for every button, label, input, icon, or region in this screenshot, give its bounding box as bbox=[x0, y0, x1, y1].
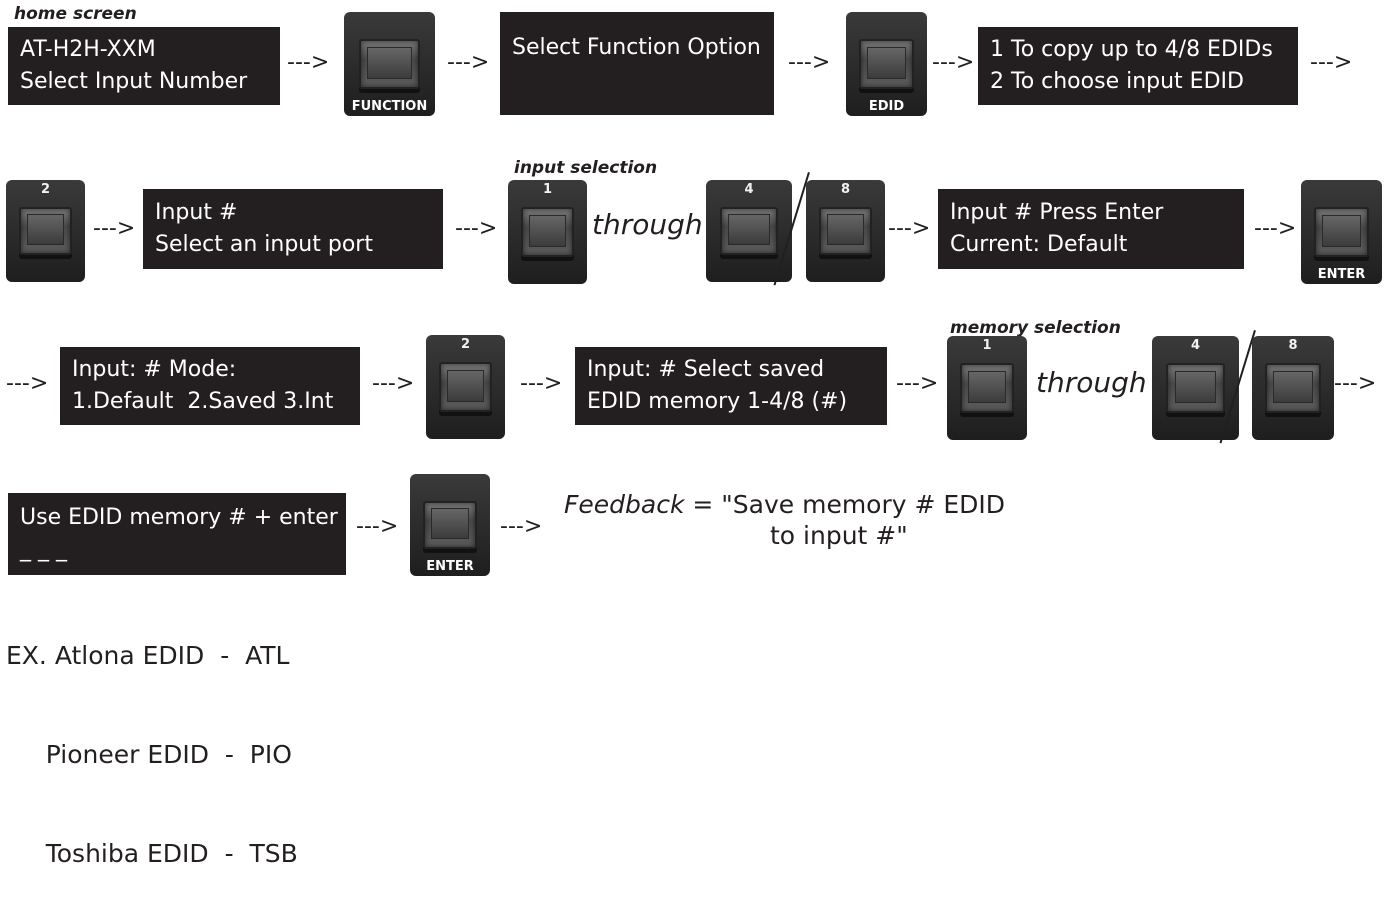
lcd-line: Input: # Select saved bbox=[587, 357, 825, 382]
lcd-line: AT-H2H-XXM bbox=[20, 37, 156, 62]
example-line: Pioneer EDID - PIO bbox=[6, 740, 292, 769]
key-number: 8 bbox=[840, 182, 851, 197]
arrow: ---> bbox=[372, 371, 415, 396]
key-4[interactable]: 4 bbox=[706, 180, 792, 282]
feedback-line-2: to input #" bbox=[770, 521, 908, 550]
lcd-home-screen: AT-H2H-XXM Select Input Number bbox=[8, 27, 280, 105]
key-cap-icon bbox=[858, 39, 915, 89]
key-cap-icon bbox=[1165, 363, 1226, 413]
arrow: ---> bbox=[500, 514, 543, 539]
arrow: ---> bbox=[447, 50, 490, 75]
input-selection-heading: input selection bbox=[514, 158, 658, 178]
arrow: ---> bbox=[1334, 371, 1377, 396]
lcd-line: Select Function Option bbox=[512, 35, 761, 60]
lcd-line: 2 To choose input EDID bbox=[990, 69, 1244, 94]
home-screen-heading: home screen bbox=[14, 4, 137, 24]
arrow: ---> bbox=[6, 371, 49, 396]
key-8[interactable]: 8 bbox=[806, 180, 885, 282]
arrow: ---> bbox=[287, 50, 330, 75]
key-number: 8 bbox=[1288, 338, 1298, 353]
key-number: 1 bbox=[542, 182, 553, 197]
lcd-line: Input # bbox=[155, 200, 238, 225]
key-number: 2 bbox=[460, 337, 471, 352]
key-cap-icon bbox=[422, 500, 478, 550]
lcd-edid-options: 1 To copy up to 4/8 EDIDs 2 To choose in… bbox=[978, 27, 1298, 105]
key-cap-icon bbox=[1265, 363, 1321, 413]
lcd-line: _ _ _ bbox=[20, 537, 67, 562]
edid-key-label: EDID bbox=[868, 99, 905, 114]
example-line: Toshiba EDID - TSB bbox=[6, 839, 298, 868]
key-1[interactable]: 1 bbox=[508, 180, 587, 284]
edid-examples: EX. Atlona EDID - ATL Pioneer EDID - PIO… bbox=[6, 573, 298, 903]
feedback-line-1: = "Save memory # EDID bbox=[684, 490, 1006, 519]
memory-selection-heading: memory selection bbox=[950, 318, 1121, 338]
key-cap-icon bbox=[438, 362, 493, 412]
lcd-press-enter: Input # Press Enter Current: Default bbox=[938, 189, 1244, 269]
key-8[interactable]: 8 bbox=[1252, 336, 1334, 440]
lcd-input-select: Input # Select an input port bbox=[143, 189, 443, 269]
key-number: 4 bbox=[744, 182, 754, 197]
key-2[interactable]: 2 bbox=[6, 180, 85, 282]
arrow: ---> bbox=[455, 216, 498, 241]
key-cap-icon bbox=[959, 363, 1015, 413]
lcd-line: 1 To copy up to 4/8 EDIDs bbox=[990, 37, 1273, 62]
arrow: ---> bbox=[1254, 216, 1297, 241]
function-key[interactable]: FUNCTION bbox=[344, 12, 435, 116]
arrow: ---> bbox=[896, 371, 939, 396]
enter-key-label: ENTER bbox=[426, 559, 474, 574]
lcd-line: Input: # Mode: bbox=[72, 357, 237, 382]
key-cap-icon bbox=[18, 206, 73, 256]
lcd-line: Current: Default bbox=[950, 232, 1128, 257]
arrow: ---> bbox=[932, 50, 975, 75]
enter-key[interactable]: ENTER bbox=[1301, 180, 1382, 284]
lcd-line: 1.Default 2.Saved 3.Int bbox=[72, 389, 334, 414]
key-cap-icon bbox=[719, 206, 779, 256]
arrow: ---> bbox=[888, 216, 931, 241]
lcd-select-saved: Input: # Select saved EDID memory 1-4/8 … bbox=[575, 347, 887, 425]
key-1[interactable]: 1 bbox=[947, 336, 1027, 440]
lcd-line: Select an input port bbox=[155, 232, 373, 257]
lcd-line: EDID memory 1-4/8 (#) bbox=[587, 389, 848, 414]
feedback-text: Feedback = "Save memory # EDID bbox=[564, 490, 1005, 520]
lcd-line: Select Input Number bbox=[20, 69, 248, 94]
arrow: ---> bbox=[520, 371, 563, 396]
lcd-line: Input # Press Enter bbox=[950, 200, 1164, 225]
key-number: 2 bbox=[40, 182, 51, 197]
key-cap-icon bbox=[520, 207, 575, 257]
key-number: 4 bbox=[1190, 338, 1201, 353]
key-cap-icon bbox=[1313, 207, 1370, 257]
enter-key-label: ENTER bbox=[1317, 267, 1366, 282]
key-number: 1 bbox=[982, 338, 992, 353]
key-2[interactable]: 2 bbox=[426, 335, 505, 439]
arrow: ---> bbox=[356, 514, 399, 539]
through-label: through bbox=[592, 208, 703, 241]
lcd-input-mode: Input: # Mode: 1.Default 2.Saved 3.Int bbox=[60, 347, 360, 425]
arrow: ---> bbox=[1310, 50, 1353, 75]
arrow: ---> bbox=[788, 50, 831, 75]
arrow: ---> bbox=[93, 216, 136, 241]
lcd-function-option: Select Function Option bbox=[500, 12, 774, 115]
key-cap-icon bbox=[818, 206, 873, 256]
lcd-use-edid-memory: Use EDID memory # + enter _ _ _ bbox=[8, 493, 346, 575]
example-line: EX. Atlona EDID - ATL bbox=[6, 641, 290, 670]
function-key-label: FUNCTION bbox=[351, 99, 428, 114]
feedback-label: Feedback bbox=[564, 490, 685, 519]
through-label: through bbox=[1036, 366, 1147, 399]
lcd-line: Use EDID memory # + enter bbox=[20, 505, 338, 530]
key-cap-icon bbox=[358, 39, 421, 89]
edid-key[interactable]: EDID bbox=[846, 12, 927, 116]
enter-key[interactable]: ENTER bbox=[410, 474, 490, 576]
